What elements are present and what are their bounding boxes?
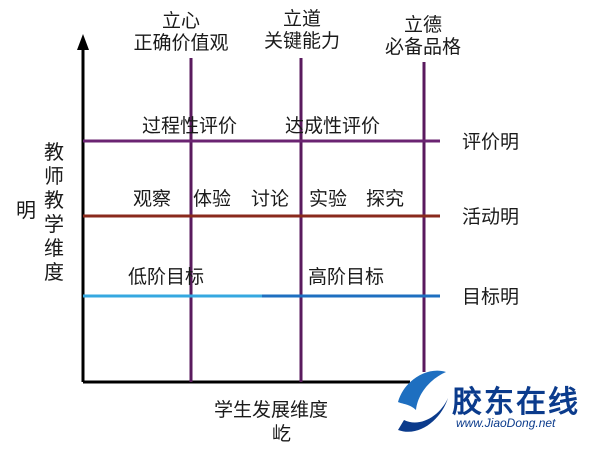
activity-item-experiment: 实验 <box>309 188 348 210</box>
column-header-3-line1: 立德 <box>403 14 442 36</box>
column-header-2: 立道 关键能力 <box>252 8 352 52</box>
activity-item-explore: 探究 <box>366 188 405 210</box>
column-header-3-line2: 必备品格 <box>384 36 461 58</box>
watermark-url: www.JiaoDong.net <box>456 416 556 430</box>
goal-item-low: 低阶目标 <box>128 266 205 288</box>
column-header-3: 立德 必备品格 <box>373 14 473 58</box>
column-header-1-line2: 正确价值观 <box>133 32 229 54</box>
y-axis-label-suffix: 明 <box>16 198 36 222</box>
row-label-evaluation: 评价明 <box>462 131 520 153</box>
x-axis-label-suffix: 屹 <box>272 423 292 445</box>
activity-item-experience: 体验 <box>193 188 232 210</box>
column-header-2-line1: 立道 <box>282 8 321 30</box>
column-header-1: 立心 正确价值观 <box>126 10 236 54</box>
x-axis-label: 学生发展维度 <box>214 399 329 421</box>
activity-item-observe: 观察 <box>133 188 172 210</box>
y-axis-arrow <box>77 34 89 50</box>
evaluation-item-achievement: 达成性评价 <box>285 115 381 137</box>
goal-item-high: 高阶目标 <box>308 266 385 288</box>
activity-item-discuss: 讨论 <box>251 188 290 210</box>
column-header-2-line2: 关键能力 <box>263 30 340 52</box>
column-header-1-line1: 立心 <box>161 10 200 32</box>
row-label-activity: 活动明 <box>462 206 520 228</box>
evaluation-item-process: 过程性评价 <box>142 115 238 137</box>
row-label-goal: 目标明 <box>462 286 520 308</box>
watermark-name: 胶东在线 <box>452 385 580 420</box>
y-axis-label: 教师教学维度 <box>44 140 64 284</box>
jiaodong-logo-icon <box>398 370 448 432</box>
